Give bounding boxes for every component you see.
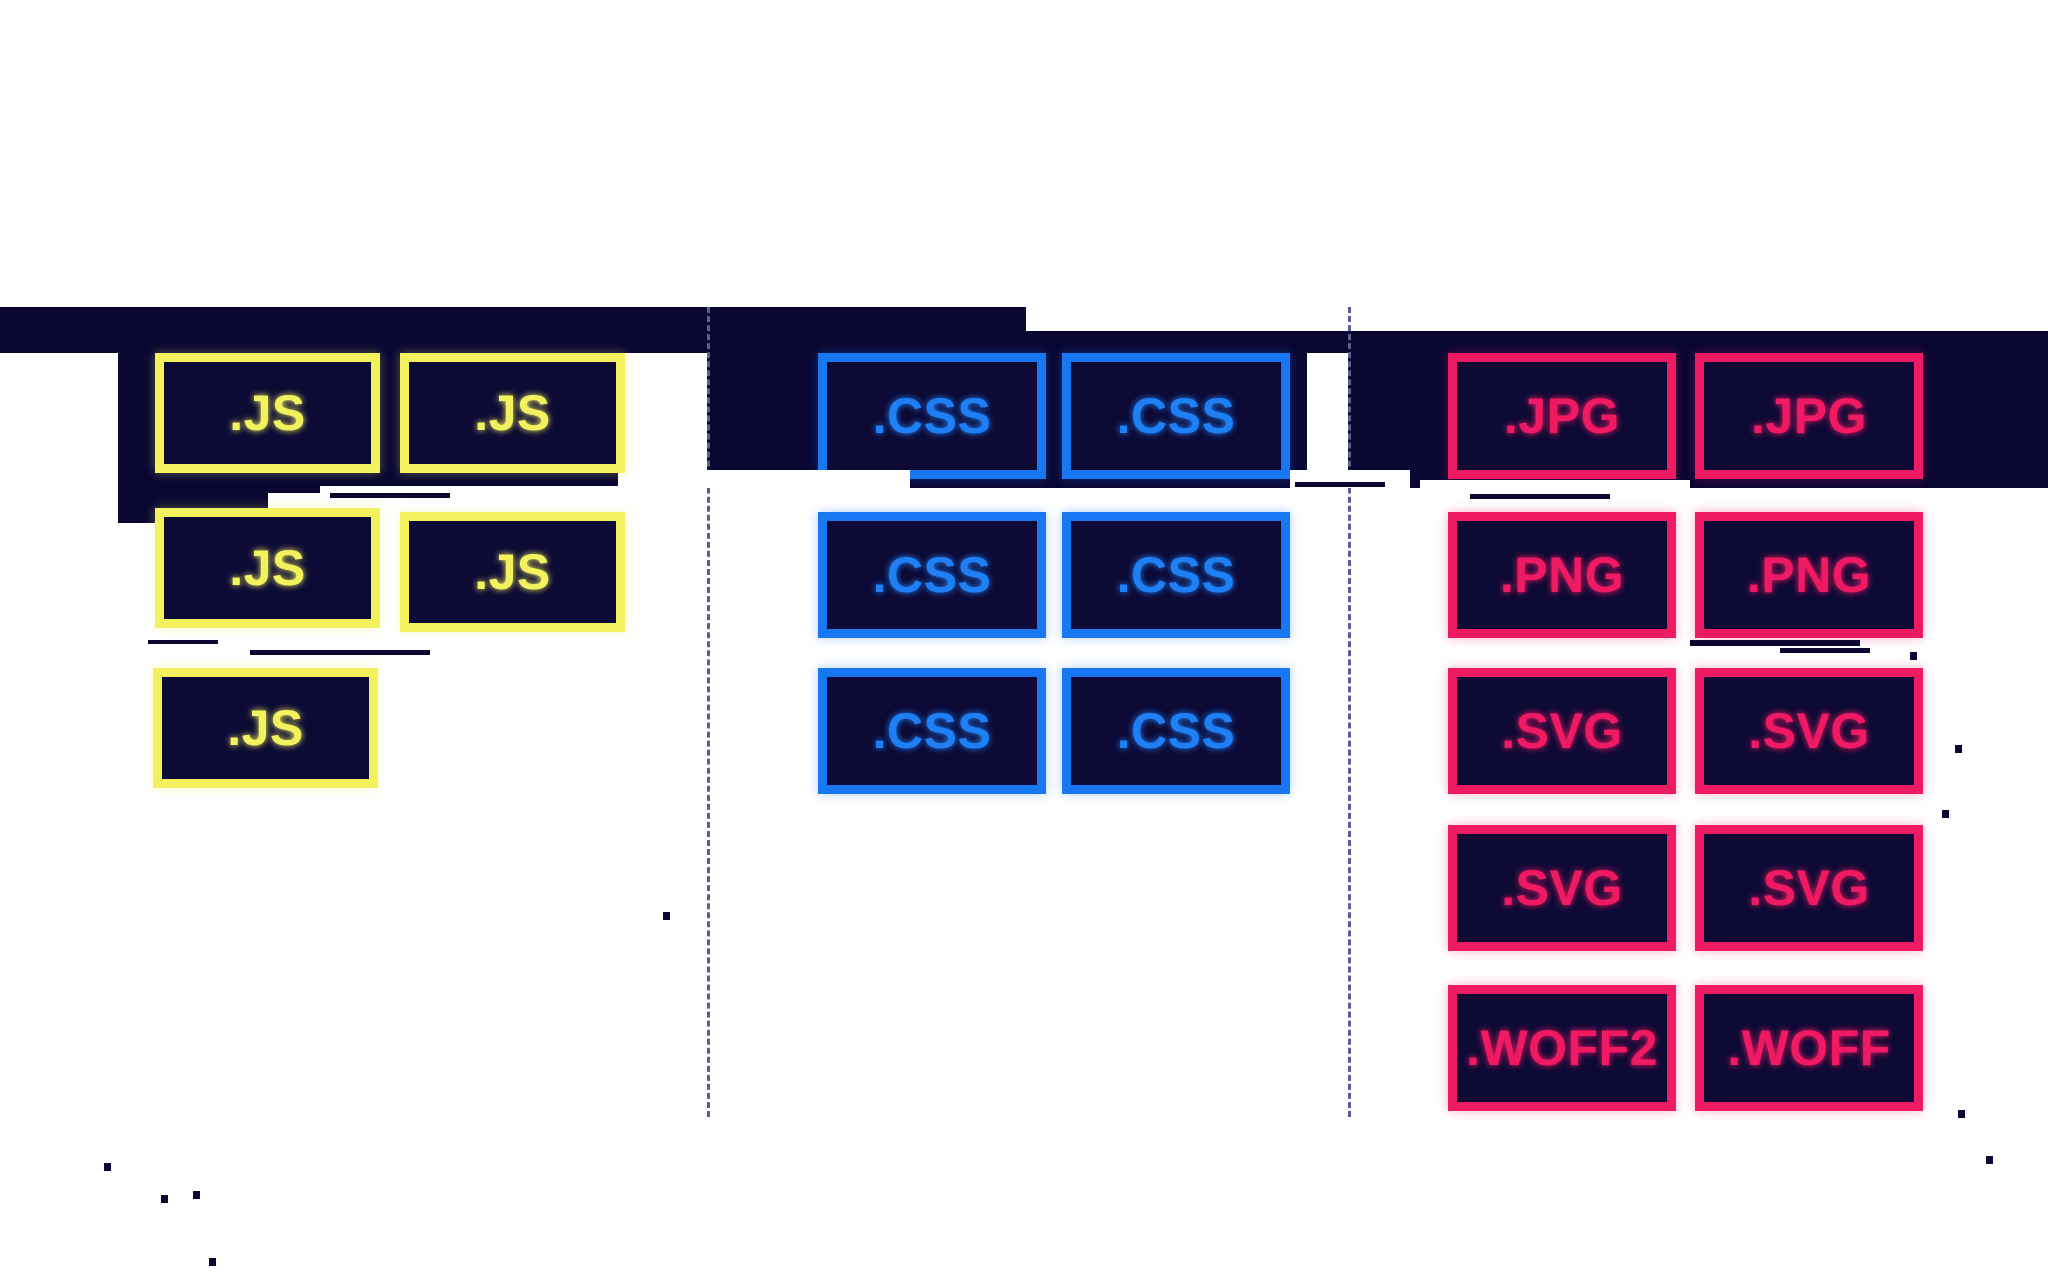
file-tile-label: .SVG bbox=[1748, 860, 1870, 916]
file-tile-label: .CSS bbox=[872, 703, 992, 759]
file-tile-woff[interactable]: .WOFF bbox=[1695, 985, 1923, 1111]
file-tile-label: .CSS bbox=[1116, 703, 1236, 759]
file-tile-jpg-2[interactable]: .JPG bbox=[1695, 353, 1923, 479]
file-tile-label: .JPG bbox=[1751, 388, 1867, 444]
artifact-speckle bbox=[663, 912, 670, 920]
artifact-streak-scripts-a bbox=[330, 493, 450, 498]
file-tile-label: .CSS bbox=[1116, 388, 1236, 444]
artifact-speckle bbox=[104, 1163, 111, 1171]
file-tile-svg-3[interactable]: .SVG bbox=[1448, 825, 1676, 951]
file-tile-label: .JS bbox=[229, 540, 306, 596]
file-tile-label: .CSS bbox=[872, 547, 992, 603]
artifact-tear-styles-a bbox=[640, 470, 910, 488]
file-tile-js-3[interactable]: .JS bbox=[155, 508, 380, 628]
file-tile-label: .JS bbox=[474, 385, 551, 441]
header-band-right bbox=[1026, 331, 2048, 353]
artifact-streak-scripts-b bbox=[250, 650, 430, 655]
artifact-speckle bbox=[1942, 810, 1949, 818]
file-tile-label: .CSS bbox=[872, 388, 992, 444]
artifact-streak-scripts-c bbox=[148, 640, 218, 644]
file-tile-label: .WOFF bbox=[1727, 1020, 1891, 1076]
file-tile-label: .JS bbox=[474, 544, 551, 600]
file-tile-svg-1[interactable]: .SVG bbox=[1448, 668, 1676, 794]
artifact-streak-media-b bbox=[1690, 640, 1860, 646]
artifact-speckle bbox=[1986, 1156, 1993, 1164]
file-tile-label: .CSS bbox=[1116, 547, 1236, 603]
artifact-speckle bbox=[1955, 745, 1962, 753]
file-tile-label: .JS bbox=[227, 700, 304, 756]
artifact-streak-media-c bbox=[1780, 648, 1870, 653]
artifact-tear-scripts-b bbox=[150, 636, 400, 648]
file-tile-png-2[interactable]: .PNG bbox=[1695, 512, 1923, 638]
column-divider-styles-media bbox=[1348, 307, 1351, 1117]
file-tile-css-1[interactable]: .CSS bbox=[818, 353, 1046, 479]
file-tile-css-4[interactable]: .CSS bbox=[1062, 512, 1290, 638]
artifact-speckle bbox=[209, 1258, 216, 1266]
file-tile-label: .WOFF2 bbox=[1466, 1020, 1658, 1076]
file-tile-label: .JPG bbox=[1504, 388, 1620, 444]
file-tile-js-2[interactable]: .JS bbox=[400, 353, 625, 473]
file-tile-png-1[interactable]: .PNG bbox=[1448, 512, 1676, 638]
file-tile-css-6[interactable]: .CSS bbox=[1062, 668, 1290, 794]
artifact-speckle bbox=[1910, 652, 1917, 660]
column-divider-scripts-styles bbox=[707, 307, 710, 1117]
file-tile-css-5[interactable]: .CSS bbox=[818, 668, 1046, 794]
artifact-streak-styles-a bbox=[1295, 482, 1385, 487]
file-tile-css-3[interactable]: .CSS bbox=[818, 512, 1046, 638]
file-tile-label: .SVG bbox=[1748, 703, 1870, 759]
file-tile-svg-2[interactable]: .SVG bbox=[1695, 668, 1923, 794]
file-tile-label: .PNG bbox=[1499, 547, 1625, 603]
file-tile-label: .SVG bbox=[1501, 703, 1623, 759]
file-tile-label: .PNG bbox=[1746, 547, 1872, 603]
file-tile-jpg-1[interactable]: .JPG bbox=[1448, 353, 1676, 479]
artifact-speckle bbox=[193, 1191, 200, 1199]
file-tile-css-2[interactable]: .CSS bbox=[1062, 353, 1290, 479]
artifact-speckle bbox=[161, 1195, 168, 1203]
artifact-streak-media-a bbox=[1470, 494, 1610, 499]
artifact-speckle bbox=[1958, 1110, 1965, 1118]
file-tile-js-5[interactable]: .JS bbox=[153, 668, 378, 788]
artifact-tear-media-a bbox=[1420, 480, 1690, 498]
file-tile-label: .SVG bbox=[1501, 860, 1623, 916]
file-tile-js-4[interactable]: .JS bbox=[400, 512, 625, 632]
file-tile-js-1[interactable]: .JS bbox=[155, 353, 380, 473]
file-tile-label: .JS bbox=[229, 385, 306, 441]
file-tile-svg-4[interactable]: .SVG bbox=[1695, 825, 1923, 951]
file-tile-woff2[interactable]: .WOFF2 bbox=[1448, 985, 1676, 1111]
